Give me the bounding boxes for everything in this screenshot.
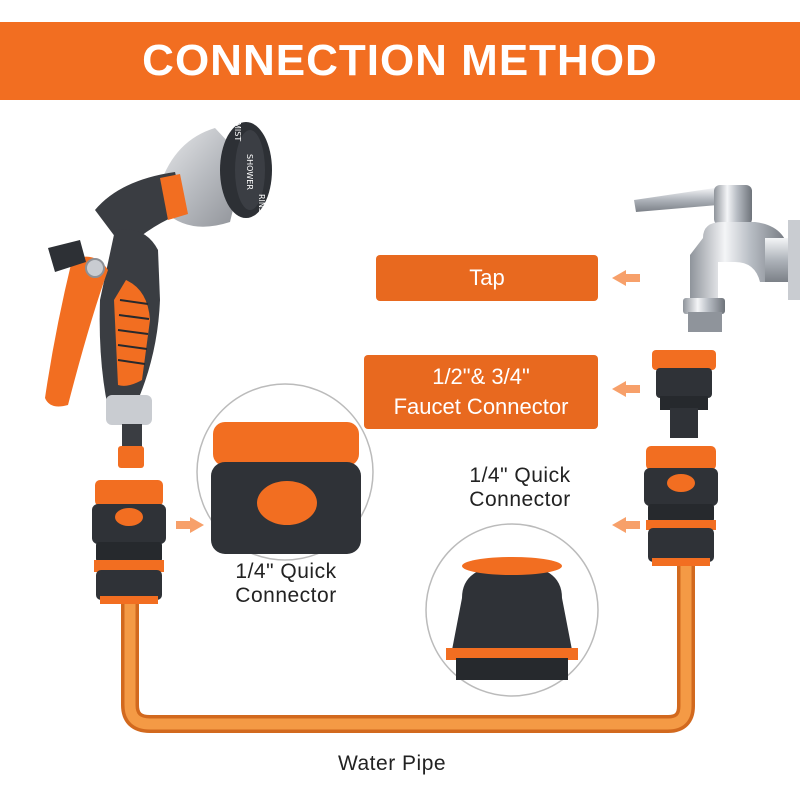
dial-label-shower: SHOWER	[245, 154, 254, 190]
dial-label-rinse: RINSE	[257, 194, 266, 219]
tap-label-text: Tap	[469, 265, 505, 290]
quick-connector-caption-right-line2: Connector	[469, 488, 571, 511]
faucet-connector-label-line2: Faucet Connector	[393, 394, 569, 419]
quick-connector-caption-left: 1/4" Quick Connector	[186, 560, 386, 608]
faucet-connector-icon	[652, 350, 716, 438]
water-pipe-caption-text: Water Pipe	[337, 752, 447, 775]
tap-icon	[634, 185, 800, 332]
quick-connector-caption-right: 1/4" Quick Connector	[420, 464, 620, 512]
tap-label: Tap	[376, 255, 598, 301]
quick-connector-caption-right-line1: 1/4" Quick	[469, 464, 571, 487]
quick-connector-icon-right	[644, 446, 718, 566]
quick-connector-caption-left-line1: 1/4" Quick	[235, 560, 337, 583]
water-pipe-caption: Water Pipe	[292, 752, 492, 776]
quick-connector-caption-left-line2: Connector	[235, 584, 337, 607]
nozzle-dial-labels: MIST SHOWER RINSE	[233, 122, 268, 232]
quick-connector-icon-left	[92, 480, 166, 604]
spray-nozzle-icon	[45, 122, 272, 468]
quick-connector-zoom-right	[425, 523, 599, 697]
title-banner: CONNECTION METHOD	[0, 22, 800, 100]
dial-label-mist: MIST	[233, 122, 242, 142]
arrow-right-icon	[176, 517, 204, 533]
faucet-connector-label: 1/2"& 3/4" Faucet Connector	[364, 355, 598, 429]
quick-connector-zoom-left	[196, 383, 374, 561]
arrow-left-icon	[612, 270, 640, 533]
page-title: CONNECTION METHOD	[142, 36, 658, 85]
water-pipe-icon	[121, 557, 695, 733]
faucet-connector-label-line1: 1/2"& 3/4"	[432, 364, 530, 389]
